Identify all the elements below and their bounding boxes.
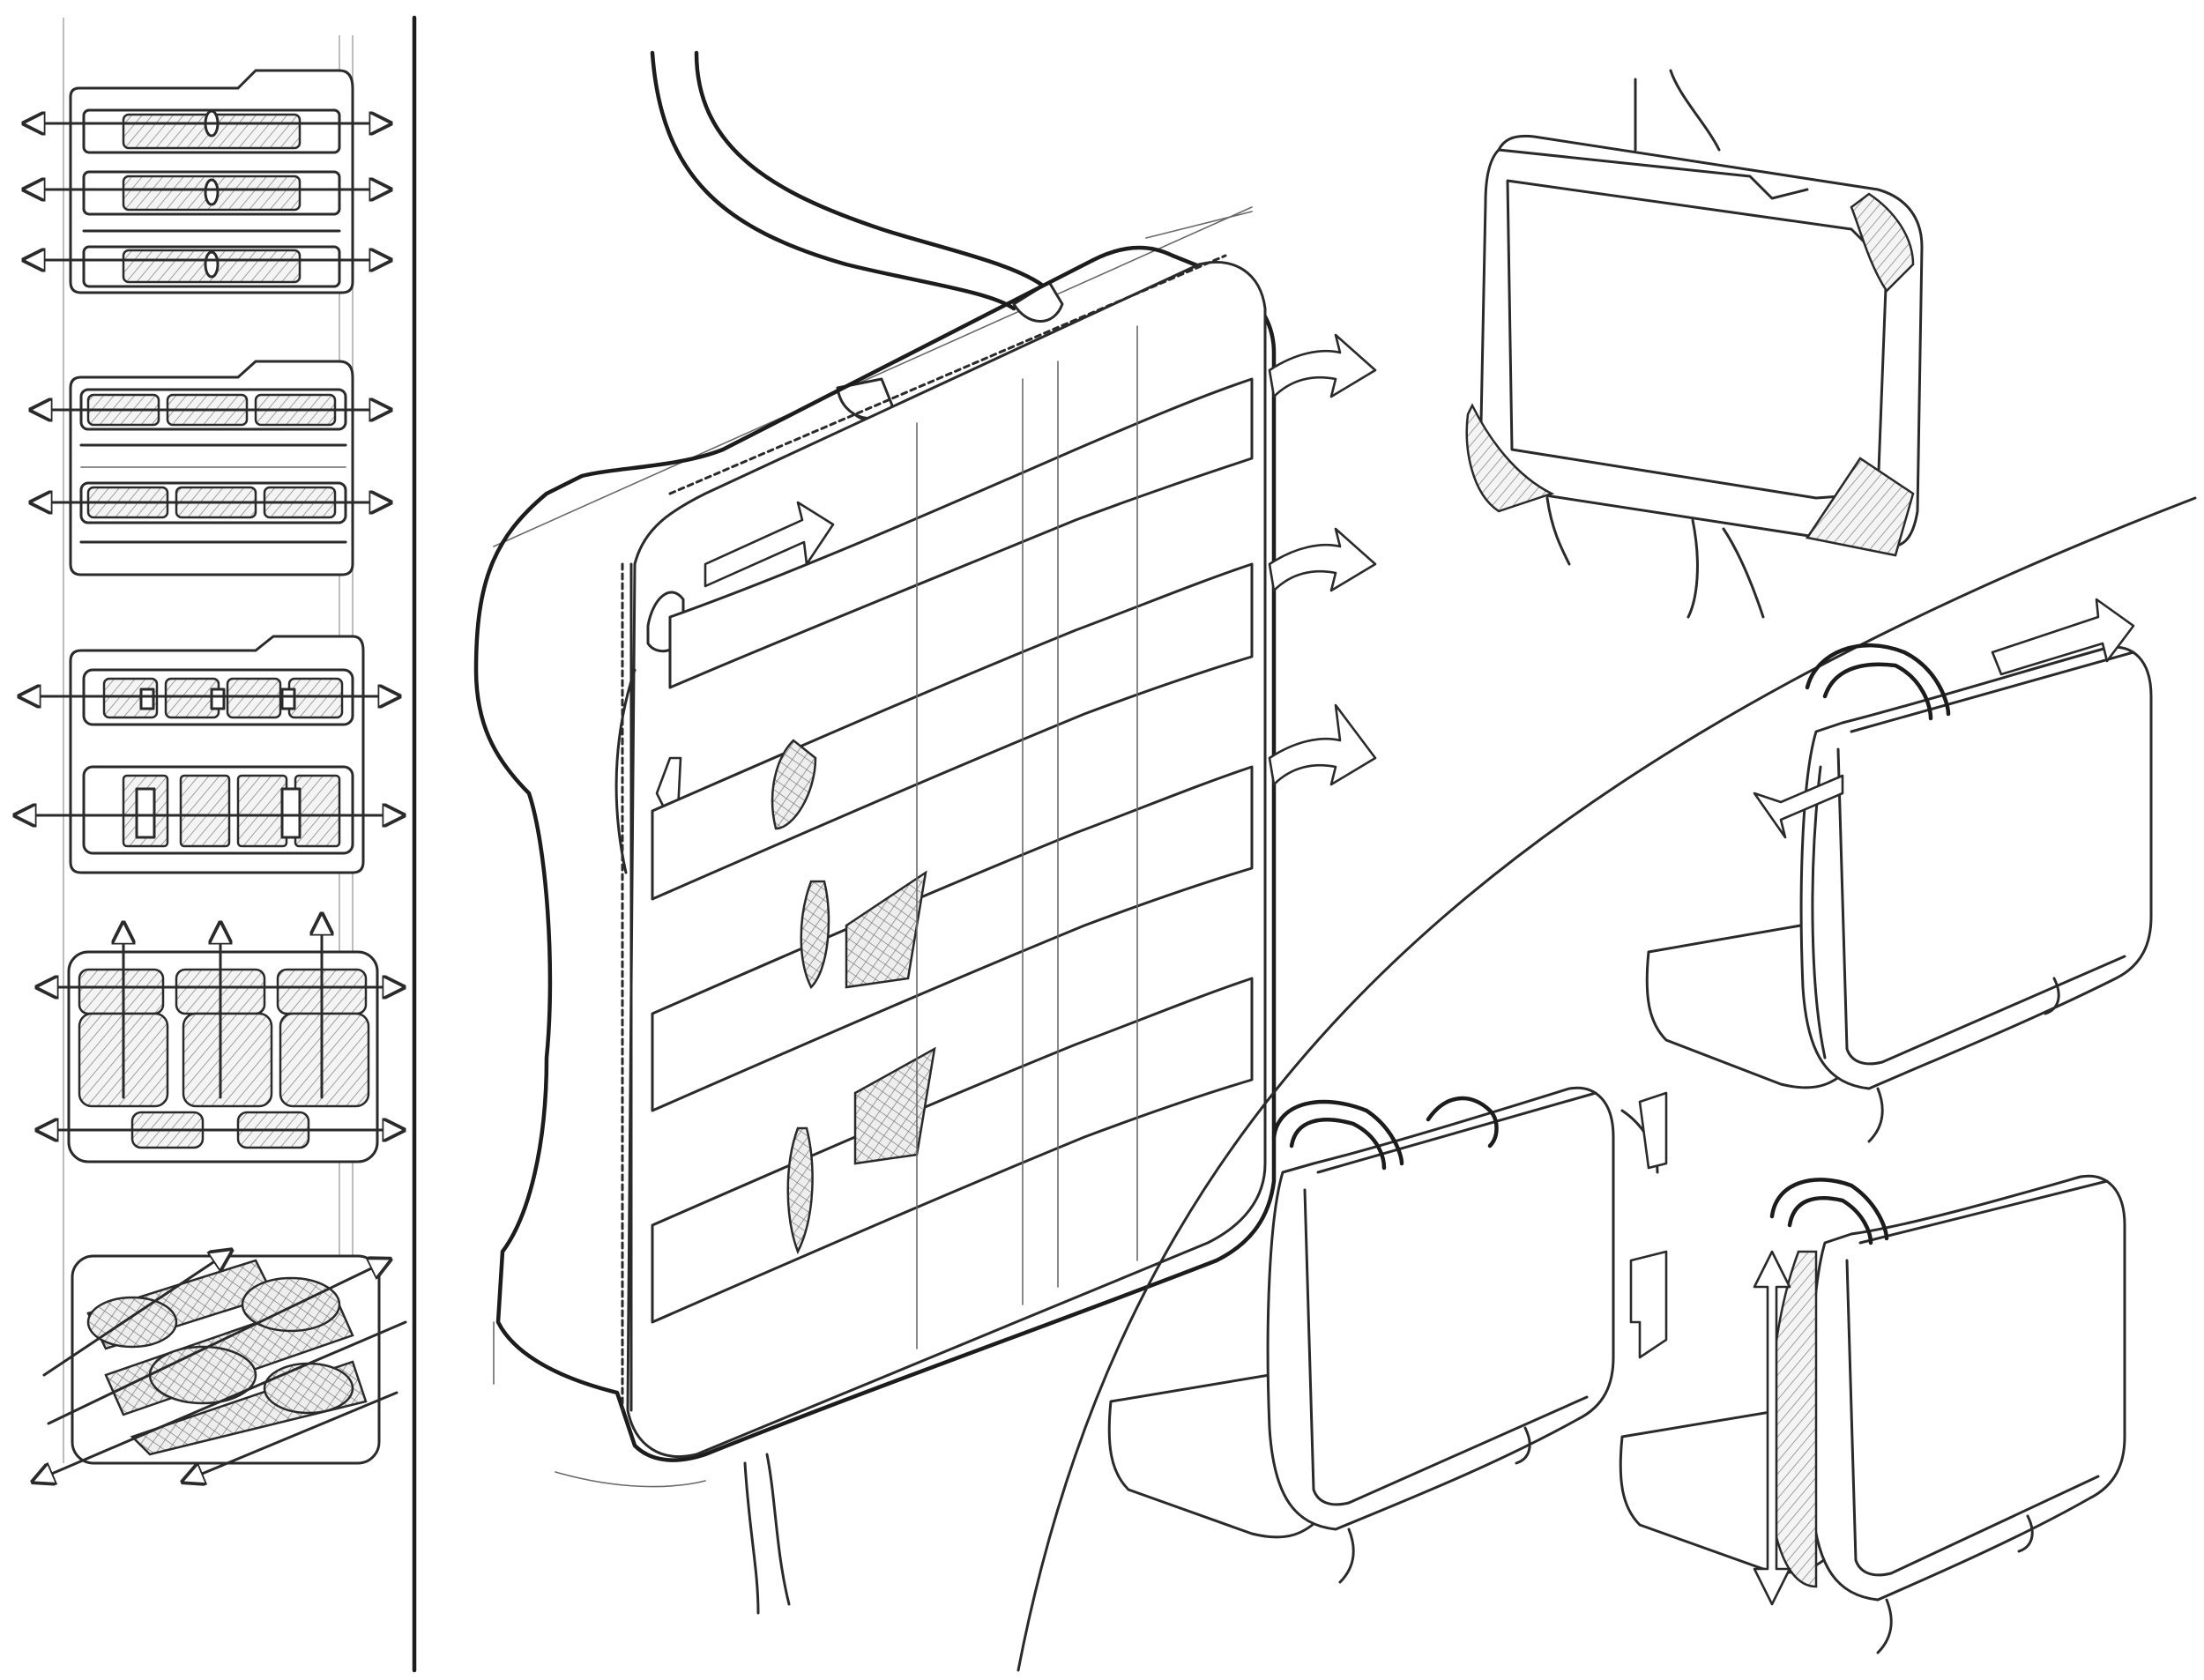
frame-organizer-back-view-icon xyxy=(1465,69,1924,619)
concept-vertical-arrows xyxy=(40,917,401,1163)
concept-diagonal-pockets xyxy=(35,1252,407,1481)
concept-two-rows-segmented xyxy=(34,360,388,576)
seat-with-organizer-fold-icon xyxy=(1619,1174,2126,1654)
divider-arc xyxy=(1016,496,2197,1672)
seat-with-organizer-open-icon xyxy=(1107,1086,1668,1584)
concept-vertical-slot-pockets xyxy=(18,635,401,874)
seat-with-organizer-zip-icon xyxy=(1645,598,2153,1143)
concept-three-horizontal-rows xyxy=(26,69,388,294)
large-seatback-organizer-icon xyxy=(473,50,1377,1615)
left-concept-column xyxy=(18,15,417,1673)
